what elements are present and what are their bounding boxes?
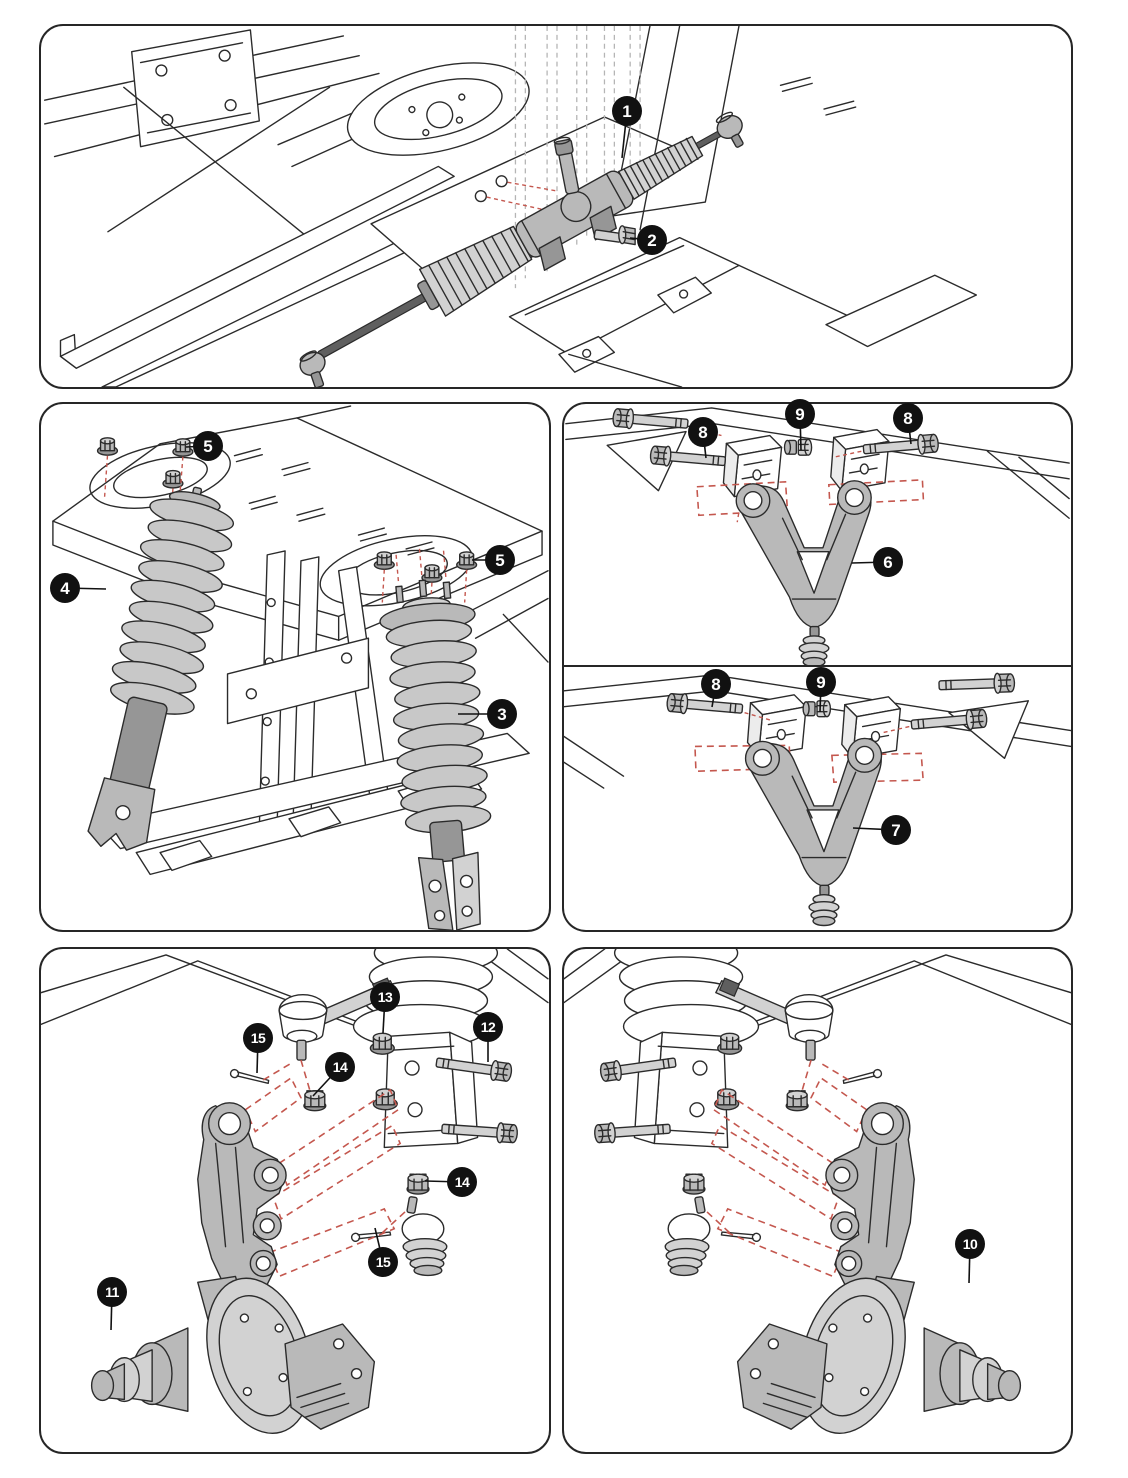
callout-badge-9: 9 — [785, 399, 815, 429]
panel-control-arm-lower — [562, 667, 1073, 932]
control-arm — [735, 480, 872, 665]
callout-badge-5: 5 — [485, 545, 515, 575]
knuckle-assembly — [41, 949, 549, 1434]
callout-badge-7: 7 — [881, 815, 911, 845]
callout-badge-3: 3 — [487, 699, 517, 729]
callout-badge-13: 13 — [370, 982, 400, 1012]
cotter-pin — [350, 1225, 392, 1244]
shock-absorbers-illustration — [52, 405, 549, 930]
control-arm — [744, 737, 883, 927]
panel-knuckle-right — [562, 947, 1073, 1454]
callout-badge-8: 8 — [893, 403, 923, 433]
callout-badge-15: 15 — [243, 1023, 273, 1053]
panel-knuckle-left — [39, 947, 551, 1454]
control-arm-lower-illustration — [564, 672, 1071, 927]
callout-badge-14: 14 — [325, 1052, 355, 1082]
chassis-frame — [43, 26, 978, 387]
callout-badge-6: 6 — [873, 547, 903, 577]
cotter-pin — [229, 1068, 271, 1085]
callout-badge-9: 9 — [806, 667, 836, 697]
callout-badge-15: 15 — [368, 1247, 398, 1277]
steering-rack-illustration — [43, 26, 978, 387]
panel-frame-shocks — [39, 402, 551, 932]
knuckle-left-illustration — [41, 949, 549, 1434]
callout-badge-1: 1 — [612, 96, 642, 126]
hub-brake-assembly — [90, 1275, 376, 1434]
callout-badge-8: 8 — [701, 669, 731, 699]
panel-control-arm-upper — [562, 402, 1073, 667]
callout-badge-5: 5 — [193, 431, 223, 461]
shock-absorber-right — [379, 548, 493, 930]
ball-joint — [401, 1196, 448, 1277]
callout-badge-10: 10 — [955, 1229, 985, 1259]
shock-mount-nuts — [96, 437, 478, 618]
knuckle-right-illustration — [564, 949, 1071, 1452]
control-arm-upper-illustration — [565, 406, 1070, 665]
callout-badge-14: 14 — [447, 1167, 477, 1197]
callout-badge-8: 8 — [688, 417, 718, 447]
shock-absorber-left — [87, 486, 237, 851]
callout-badge-11: 11 — [97, 1277, 127, 1307]
callout-badge-4: 4 — [50, 573, 80, 603]
callout-badge-2: 2 — [637, 225, 667, 255]
steering-knuckle — [197, 1102, 287, 1299]
panel-steering-rack — [39, 24, 1073, 389]
steering-rack — [299, 111, 744, 387]
callout-badge-12: 12 — [473, 1012, 503, 1042]
